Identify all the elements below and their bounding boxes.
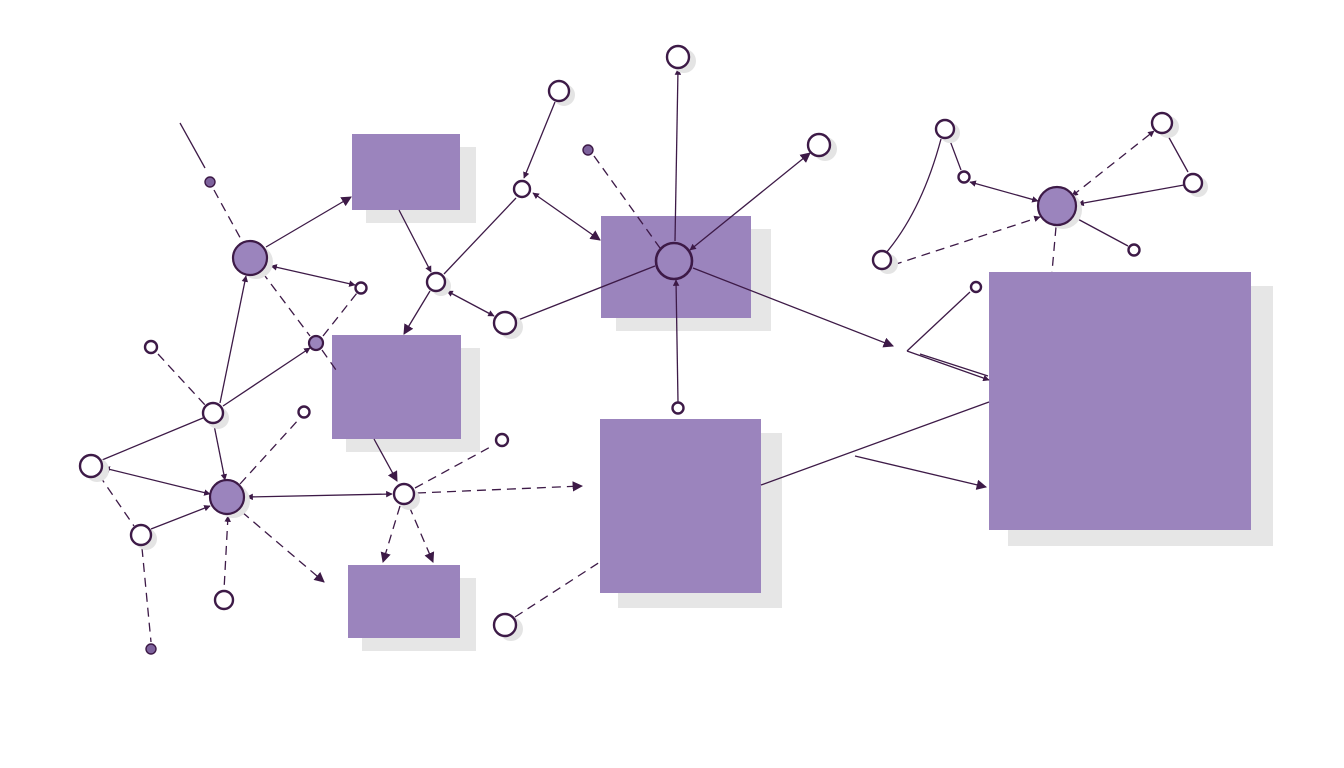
edge [1051, 226, 1057, 273]
edge [514, 561, 601, 618]
edge [98, 474, 135, 527]
edge [948, 137, 962, 171]
edge [593, 155, 661, 249]
edge [141, 547, 152, 643]
node-hollow [392, 482, 420, 510]
edge [270, 264, 356, 287]
node-hollow [78, 453, 109, 482]
box-bottom-left [348, 565, 476, 651]
edge [179, 122, 206, 169]
edge [150, 505, 211, 530]
edge [103, 466, 211, 496]
edge [854, 455, 988, 490]
node-hollow [512, 179, 532, 199]
node-hollow [665, 44, 696, 73]
node-hollow [806, 132, 837, 161]
edge [692, 267, 894, 348]
node-hollow [494, 432, 510, 448]
edge [1073, 216, 1129, 247]
node-hollow [1150, 111, 1179, 138]
node-hub-filled [208, 478, 250, 518]
node-hollow [969, 280, 983, 294]
node-hollow [671, 401, 685, 415]
node-hollow [425, 271, 451, 296]
edge [265, 196, 352, 248]
node-hollow [492, 612, 523, 641]
edge [969, 180, 1039, 203]
node-hollow [871, 249, 898, 274]
node-hollow [297, 405, 311, 419]
node-small-dot [204, 176, 216, 188]
node-hub-hollow [654, 241, 694, 281]
edge [416, 481, 584, 494]
box-large-right [989, 272, 1273, 546]
node-hollow [1127, 243, 1141, 257]
edge [517, 265, 656, 321]
edge [403, 290, 431, 335]
edge [261, 271, 311, 337]
edge [906, 350, 990, 382]
node-hollow [492, 310, 523, 339]
edge [373, 438, 398, 482]
edge [919, 353, 989, 377]
edge [674, 68, 682, 242]
edge [241, 511, 325, 583]
node-hollow [213, 589, 235, 611]
edge [1071, 130, 1155, 197]
edge [398, 209, 432, 273]
edge [446, 290, 495, 317]
edge [239, 417, 301, 485]
node-hollow [143, 339, 159, 355]
box-center-bottom [600, 419, 782, 608]
node-small-dot [307, 334, 325, 352]
edge [321, 349, 337, 371]
edge [219, 275, 249, 404]
box-top-left [352, 134, 476, 223]
edge [322, 292, 358, 337]
node-hollow [129, 523, 157, 550]
edge [689, 152, 811, 251]
node-hollow [547, 79, 575, 106]
node-hub-filled [231, 239, 273, 279]
node-hollow [1182, 172, 1208, 197]
node-small-dot [582, 144, 594, 156]
edge [443, 197, 517, 275]
edge [222, 347, 311, 407]
edge [246, 490, 393, 501]
node-hollow [354, 281, 368, 295]
edge [223, 515, 231, 591]
edge [213, 424, 228, 481]
nodes [78, 44, 1208, 655]
edge [906, 291, 971, 352]
edge [1077, 184, 1185, 207]
edge [1166, 133, 1189, 173]
node-small-dot [145, 643, 157, 655]
edge [892, 215, 1041, 266]
edge [380, 505, 401, 563]
edge [408, 505, 435, 563]
edge [157, 353, 206, 406]
node-hollow [201, 401, 229, 429]
node-hub-filled [1036, 185, 1082, 229]
edge [885, 138, 942, 254]
edge [213, 189, 244, 244]
edge [523, 101, 556, 179]
edge [101, 417, 204, 461]
edge [672, 279, 680, 403]
edge [532, 192, 601, 241]
node-hollow [934, 118, 960, 143]
box-middle-left [332, 335, 480, 452]
boxes [332, 134, 1273, 651]
node-hollow [957, 170, 971, 184]
edges [98, 68, 1189, 643]
edge [760, 401, 990, 486]
